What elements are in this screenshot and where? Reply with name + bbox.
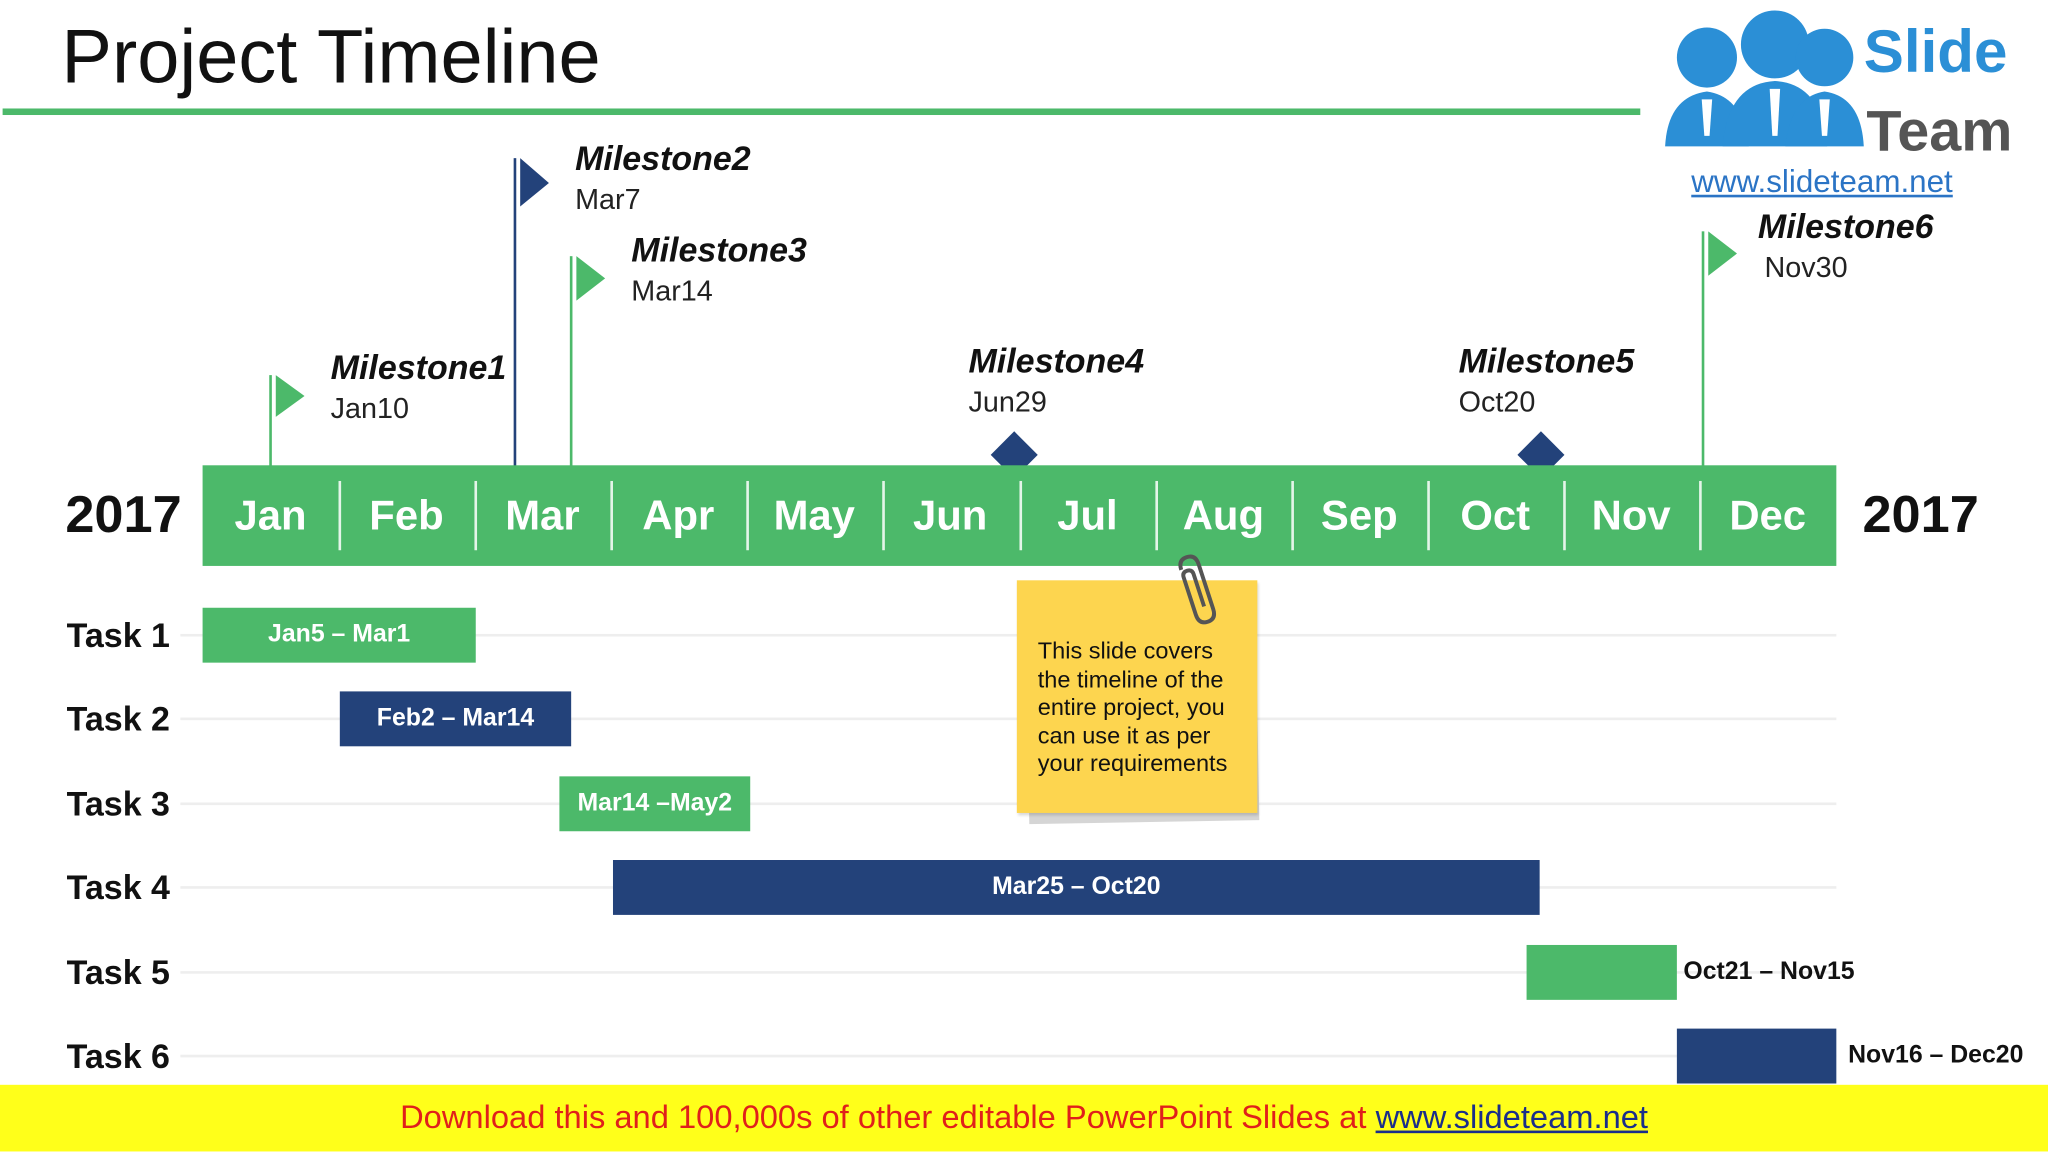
month-dec: Dec: [1729, 491, 1807, 539]
task-gridline: [180, 633, 1837, 637]
month-divider: [474, 480, 478, 551]
month-apr: Apr: [642, 491, 715, 539]
milestone2-date: Mar7: [575, 182, 641, 216]
milestone6-flag-icon: [1701, 231, 1738, 467]
task5-label: Task 5: [66, 952, 170, 993]
year-label-right: 2017: [1862, 486, 1979, 544]
milestone2-name: Milestone2: [575, 138, 751, 178]
task-gridline: [180, 971, 1837, 974]
sticky-note-text: This slide covers the timeline of the en…: [1037, 637, 1228, 777]
month-nov: Nov: [1591, 491, 1671, 539]
month-sep: Sep: [1320, 491, 1398, 539]
page-title: Project Timeline: [61, 14, 601, 100]
month-divider: [746, 480, 749, 551]
month-divider: [1291, 480, 1294, 551]
year-label-left: 2017: [65, 486, 182, 544]
task2-label: Task 2: [66, 699, 170, 739]
month-divider: [1699, 480, 1702, 551]
task-gridline: [180, 802, 1837, 806]
task6-bar[interactable]: [1676, 1028, 1837, 1084]
task3-label: Task 3: [66, 784, 170, 824]
footer-text: Download this and 100,000s of other edit…: [400, 1099, 1367, 1136]
logo-word-slide: Slide: [1863, 16, 2008, 85]
month-divider: [1563, 480, 1566, 551]
task2-bar[interactable]: Feb2 – Mar14: [339, 691, 572, 747]
month-aug: Aug: [1182, 491, 1264, 539]
month-band: Jan Feb Mar Apr May Jun Jul Aug Sep Oct …: [202, 465, 1837, 566]
milestone4-date: Jun29: [968, 385, 1047, 419]
task-gridline: [180, 717, 1837, 721]
milestone1-date: Jan10: [330, 392, 410, 425]
milestone6-date: Nov30: [1764, 250, 1848, 284]
footer-banner: Download this and 100,000s of other edit…: [0, 1084, 2048, 1152]
month-divider: [1427, 480, 1430, 551]
sticky-note: This slide covers the timeline of the en…: [1016, 580, 1258, 813]
milestone3-name: Milestone3: [631, 230, 807, 270]
logo-word-team: Team: [1866, 99, 2013, 164]
milestone3-flag-icon: [569, 256, 606, 467]
month-feb: Feb: [369, 491, 444, 539]
month-divider: [1155, 480, 1159, 551]
milestone4-name: Milestone4: [968, 341, 1145, 381]
slideteam-logo: Slide Team www.slideteam.net: [1642, 0, 2047, 200]
month-jul: Jul: [1057, 491, 1118, 539]
task1-label: Task 1: [66, 615, 170, 655]
month-divider: [338, 480, 342, 551]
task4-label: Task 4: [66, 867, 170, 908]
month-oct: Oct: [1460, 491, 1531, 539]
task6-label: Task 6: [66, 1036, 170, 1076]
task5-bar[interactable]: [1526, 944, 1677, 1000]
month-may: May: [773, 491, 855, 539]
people-icon: [1665, 10, 1864, 147]
footer-link[interactable]: www.slideteam.net: [1375, 1099, 1649, 1136]
title-underline: [2, 108, 1641, 116]
task1-bar[interactable]: Jan5 – Mar1: [202, 607, 476, 663]
month-mar: Mar: [505, 491, 580, 539]
task3-bar[interactable]: Mar14 –May2: [559, 776, 751, 832]
month-divider: [1019, 480, 1023, 551]
milestone6-name: Milestone6: [1757, 206, 1934, 246]
milestone5-name: Milestone5: [1458, 341, 1635, 381]
task5-range-label: Oct21 – Nov15: [1683, 958, 1855, 986]
milestone1-flag-icon: [269, 375, 305, 467]
task4-bar[interactable]: Mar25 – Oct20: [612, 860, 1540, 915]
month-jan: Jan: [234, 491, 307, 539]
milestone3-date: Mar14: [631, 274, 713, 308]
milestone5-date: Oct20: [1458, 385, 1536, 419]
paperclip-icon: [1178, 554, 1217, 625]
logo-url-link[interactable]: www.slideteam.net: [1691, 164, 1953, 200]
task6-range-label: Nov16 – Dec20: [1848, 1041, 2024, 1070]
milestone1-name: Milestone1: [330, 347, 507, 387]
month-divider: [610, 480, 613, 551]
month-jun: Jun: [913, 491, 988, 539]
task-gridline: [180, 1054, 1837, 1058]
milestone2-flag-icon: [513, 158, 549, 467]
month-divider: [882, 480, 885, 551]
